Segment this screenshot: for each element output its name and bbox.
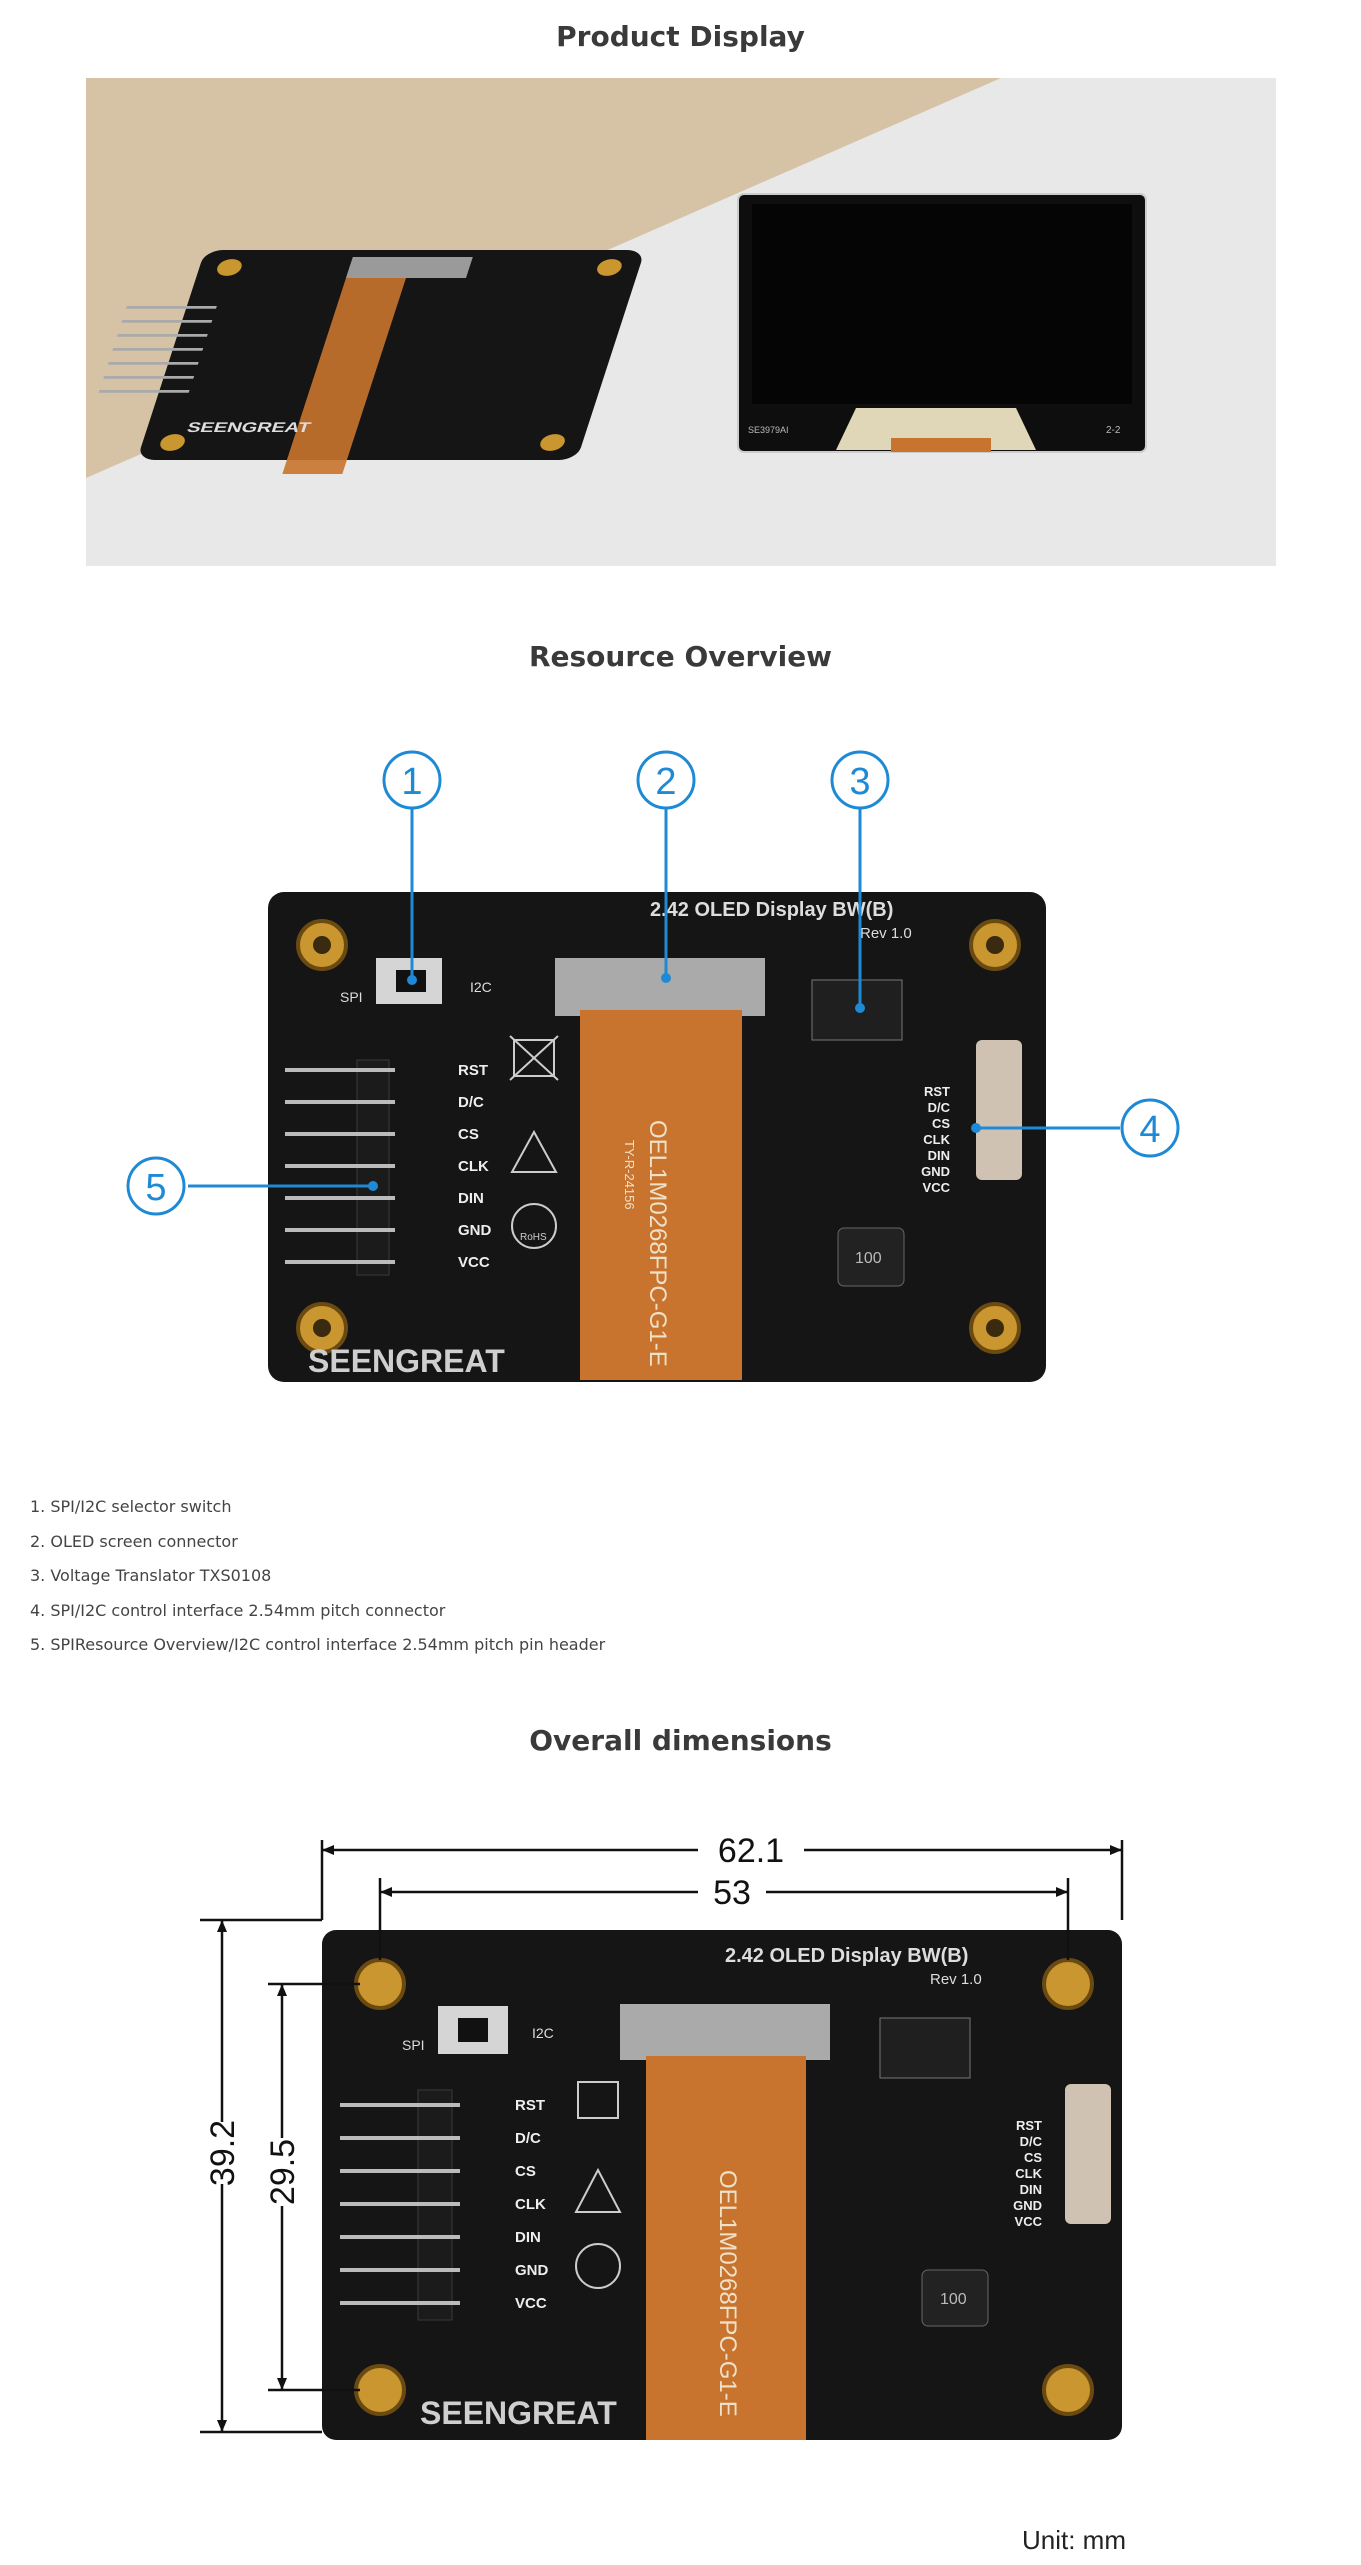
section-title-resource-overview: Resource Overview bbox=[528, 640, 833, 673]
product-display-photo: SEENGREAT SE3979AI 2-2 bbox=[86, 78, 1276, 566]
unit-label: Unit: mm bbox=[1022, 2525, 1126, 2555]
pin-label: RST bbox=[515, 2097, 545, 2114]
board-rev-text: Rev 1.0 bbox=[860, 925, 912, 942]
oled-connector bbox=[555, 958, 765, 1016]
switch-label-spi: SPI bbox=[402, 2037, 425, 2053]
fpc-cable bbox=[580, 1010, 742, 1380]
pin-label: D/C bbox=[515, 2130, 541, 2147]
pin-label: CS bbox=[515, 2163, 536, 2180]
right-pin-label: D/C bbox=[1020, 2134, 1043, 2149]
board-photo-tilted: SEENGREAT bbox=[98, 250, 642, 474]
right-pin-label: RST bbox=[1016, 2118, 1042, 2133]
section-title-product-display: Product Display bbox=[556, 20, 805, 53]
section-title-overall-dimensions: Overall dimensions bbox=[529, 1724, 832, 1757]
rohs-icon bbox=[511, 1203, 557, 1249]
right-pin-label: CLK bbox=[923, 1132, 950, 1147]
right-pin-label: D/C bbox=[928, 1100, 951, 1115]
pin-label: GND bbox=[515, 2262, 549, 2279]
inductor-label: 100 bbox=[940, 2291, 967, 2308]
right-pin-label: GND bbox=[1013, 2198, 1042, 2213]
board-model-text: 2.42 OLED Display BW(B) bbox=[650, 899, 893, 921]
pin-label: RST bbox=[458, 1062, 488, 1079]
callout-1: 1 bbox=[401, 761, 422, 803]
right-connector bbox=[976, 1040, 1022, 1180]
screen-label-right: 2-2 bbox=[1106, 425, 1121, 436]
dimension-width-total: 62.1 bbox=[718, 1832, 784, 1870]
right-pin-label: DIN bbox=[1020, 2182, 1042, 2197]
inductor bbox=[837, 1227, 905, 1287]
right-pin-label: DIN bbox=[928, 1148, 950, 1163]
dimensions-diagram: SPI I2C OEL1M0268FPC-G1-E 2.42 OLED Disp… bbox=[180, 1820, 1160, 2560]
right-pin-label: VCC bbox=[1015, 2214, 1043, 2229]
switch-label-spi: SPI bbox=[340, 989, 363, 1005]
feature-item: 3. Voltage Translator TXS0108 bbox=[30, 1566, 272, 1585]
feature-list: 1. SPI/I2C selector switch 2. OLED scree… bbox=[30, 1490, 605, 1663]
fpc-text: OEL1M0268FPC-G1-E bbox=[644, 1120, 671, 1367]
dimension-width-holes: 53 bbox=[713, 1874, 751, 1912]
feature-item: 2. OLED screen connector bbox=[30, 1531, 238, 1551]
callout-2: 2 bbox=[655, 761, 676, 803]
rohs-label: RoHS bbox=[520, 1232, 547, 1243]
feature-item: 5. SPIResource Overview/I2C control inte… bbox=[30, 1635, 606, 1654]
pin-label: VCC bbox=[515, 2295, 547, 2312]
right-pin-label: RST bbox=[924, 1084, 950, 1099]
feature-item: 4. SPI/I2C control interface 2.54mm pitc… bbox=[30, 1600, 446, 1620]
screen-label-left: SE3979AI bbox=[748, 425, 789, 435]
fpc-text: OEL1M0268FPC-G1-E bbox=[714, 2170, 741, 2417]
oled-screen-photo: SE3979AI 2-2 bbox=[737, 193, 1147, 453]
pin-label: VCC bbox=[458, 1254, 490, 1271]
brand-label: SEENGREAT bbox=[308, 1343, 505, 1379]
fpc-subtext: TY-R-24156 bbox=[622, 1140, 637, 1210]
pin-label: CLK bbox=[515, 2196, 546, 2213]
right-pin-label: CS bbox=[1024, 2150, 1042, 2165]
resource-overview-diagram: SPI I2C OEL1M0268FPC-G1-E TY-R-24156 2.4… bbox=[110, 740, 1250, 1390]
feature-item: 1. SPI/I2C selector switch bbox=[30, 1497, 232, 1516]
board-rev-text: Rev 1.0 bbox=[930, 1971, 982, 1988]
pin-label: D/C bbox=[458, 1094, 484, 1111]
pin-label: DIN bbox=[458, 1190, 484, 1207]
pin-label: CS bbox=[458, 1126, 479, 1143]
dimension-height-holes: 29.5 bbox=[264, 2139, 302, 2205]
board-model-text: 2.42 OLED Display BW(B) bbox=[725, 1945, 968, 1967]
pin-label: DIN bbox=[515, 2229, 541, 2246]
brand-label-tilted: SEENGREAT bbox=[185, 419, 313, 435]
pin-label: GND bbox=[458, 1222, 492, 1239]
switch-label-i2c: I2C bbox=[532, 2025, 554, 2041]
callout-4: 4 bbox=[1139, 1109, 1160, 1151]
right-pin-label: CS bbox=[932, 1116, 950, 1131]
esd-icon bbox=[510, 1129, 558, 1173]
right-pin-label: VCC bbox=[923, 1180, 951, 1195]
right-pin-label: CLK bbox=[1015, 2166, 1042, 2181]
callout-5: 5 bbox=[145, 1167, 166, 1209]
pin-label: CLK bbox=[458, 1158, 489, 1175]
inductor-label: 100 bbox=[855, 1250, 882, 1267]
right-pin-label: GND bbox=[921, 1164, 950, 1179]
switch-label-i2c: I2C bbox=[470, 979, 492, 995]
brand-label: SEENGREAT bbox=[420, 2395, 617, 2431]
weee-icon bbox=[513, 1039, 555, 1077]
callout-3: 3 bbox=[849, 761, 870, 803]
dimension-height-total: 39.2 bbox=[204, 2120, 242, 2186]
